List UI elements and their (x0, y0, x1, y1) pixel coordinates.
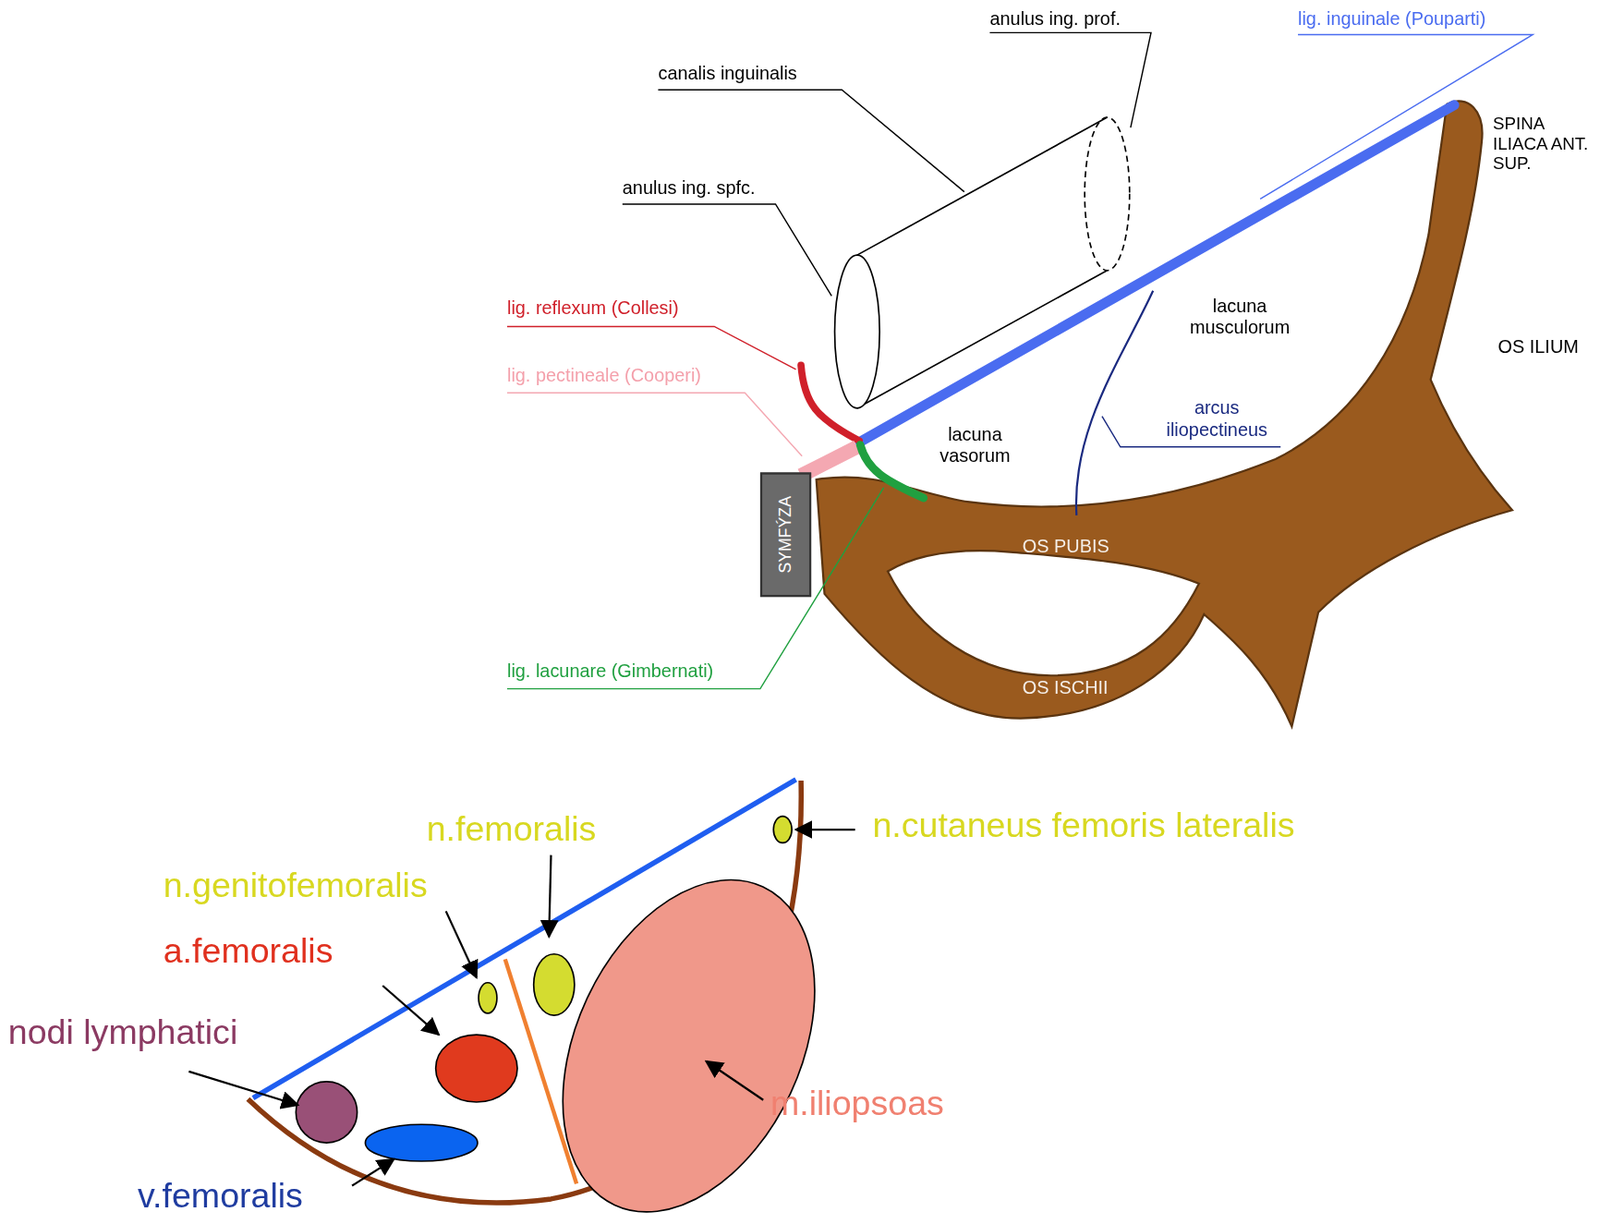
part-name: lig. inguinale (Pouparti) (1297, 8, 1486, 30)
lateral-cutaneous-nerve (773, 816, 792, 844)
structure-name: n.femoralis (426, 809, 597, 849)
part-name: anulus ing. prof. (989, 8, 1120, 30)
genitofemoral-nerve (478, 982, 497, 1014)
reflex-ligament (800, 364, 860, 441)
femoral-vein (364, 1124, 478, 1162)
pectineal-ligament (800, 447, 858, 476)
inguinal-canal (835, 117, 1130, 409)
part-name: lig. reflexum (Collesi) (507, 298, 679, 320)
bone-name: OS ILIUM (1498, 337, 1579, 359)
structure-name: v.femoralis (137, 1175, 304, 1215)
symphysis-label: SYMFÝZA (776, 496, 796, 573)
structure-name: n.cutaneus femoris lateralis (872, 805, 1295, 846)
region-name: lacuna musculorum (1173, 295, 1307, 339)
lacunar-ligament (860, 445, 923, 498)
part-name: arcus iliopectineus (1148, 398, 1286, 441)
bone-landmark: SPINA ILIACA ANT. SUP. (1492, 114, 1593, 175)
part-name: lig. pectineale (Cooperi) (507, 364, 702, 387)
lymph-node (295, 1081, 357, 1143)
part-name: lig. lacunare (Gimbernati) (507, 661, 714, 683)
structure-name: m.iliopsoas (770, 1083, 945, 1124)
iliopsoas-muscle (512, 839, 865, 1224)
part-name: canalis inguinalis (657, 62, 797, 85)
femoral-artery (436, 1034, 518, 1103)
structure-name: n.genitofemoralis (163, 865, 428, 906)
symphysis-box: SYMFÝZA (760, 472, 812, 597)
structure-name: a.femoralis (163, 930, 334, 970)
inguinal-ligament (860, 105, 1455, 443)
leader-lines (507, 32, 1533, 689)
part-name: anulus ing. spfc. (622, 177, 756, 199)
iliopectineal-arch (1076, 290, 1153, 516)
bone-name: OS ISCHII (1022, 677, 1109, 699)
structure-name: nodi lymphatici (8, 1012, 238, 1053)
bone-name: OS PUBIS (1022, 535, 1110, 558)
region-name: lacuna vasorum (921, 424, 1029, 468)
obturator-foramen (887, 550, 1200, 676)
pelvic-bone (816, 100, 1513, 727)
femoral-nerve (533, 954, 575, 1016)
